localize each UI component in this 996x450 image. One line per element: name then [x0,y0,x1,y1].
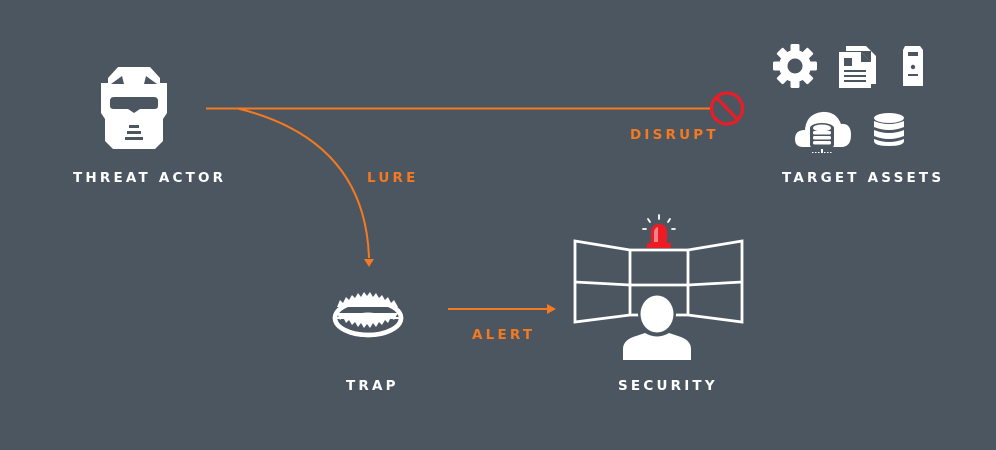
blocked-icon [709,91,745,126]
monitor-wall-icon [573,239,744,324]
lure-arrowhead [364,259,374,267]
person-icon [620,293,694,362]
cloud-database-icon [795,111,851,153]
alert-arrowhead [547,304,556,314]
lure-label: LURE [367,170,419,186]
trap-label: TRAP [346,378,399,394]
target-assets-label: TARGET ASSETS [782,170,945,186]
server-tower-icon [903,46,923,86]
security-label: SECURITY [618,378,718,394]
disrupt-label: DISRUPT [630,127,719,143]
documents-icon [839,46,876,88]
alarm-siren-icon [642,214,676,248]
alert-label: ALERT [472,327,536,343]
database-icon [874,113,904,146]
lure-curve [237,107,370,259]
gear-icon [773,44,817,88]
threat-actor-label: THREAT ACTOR [73,170,227,186]
